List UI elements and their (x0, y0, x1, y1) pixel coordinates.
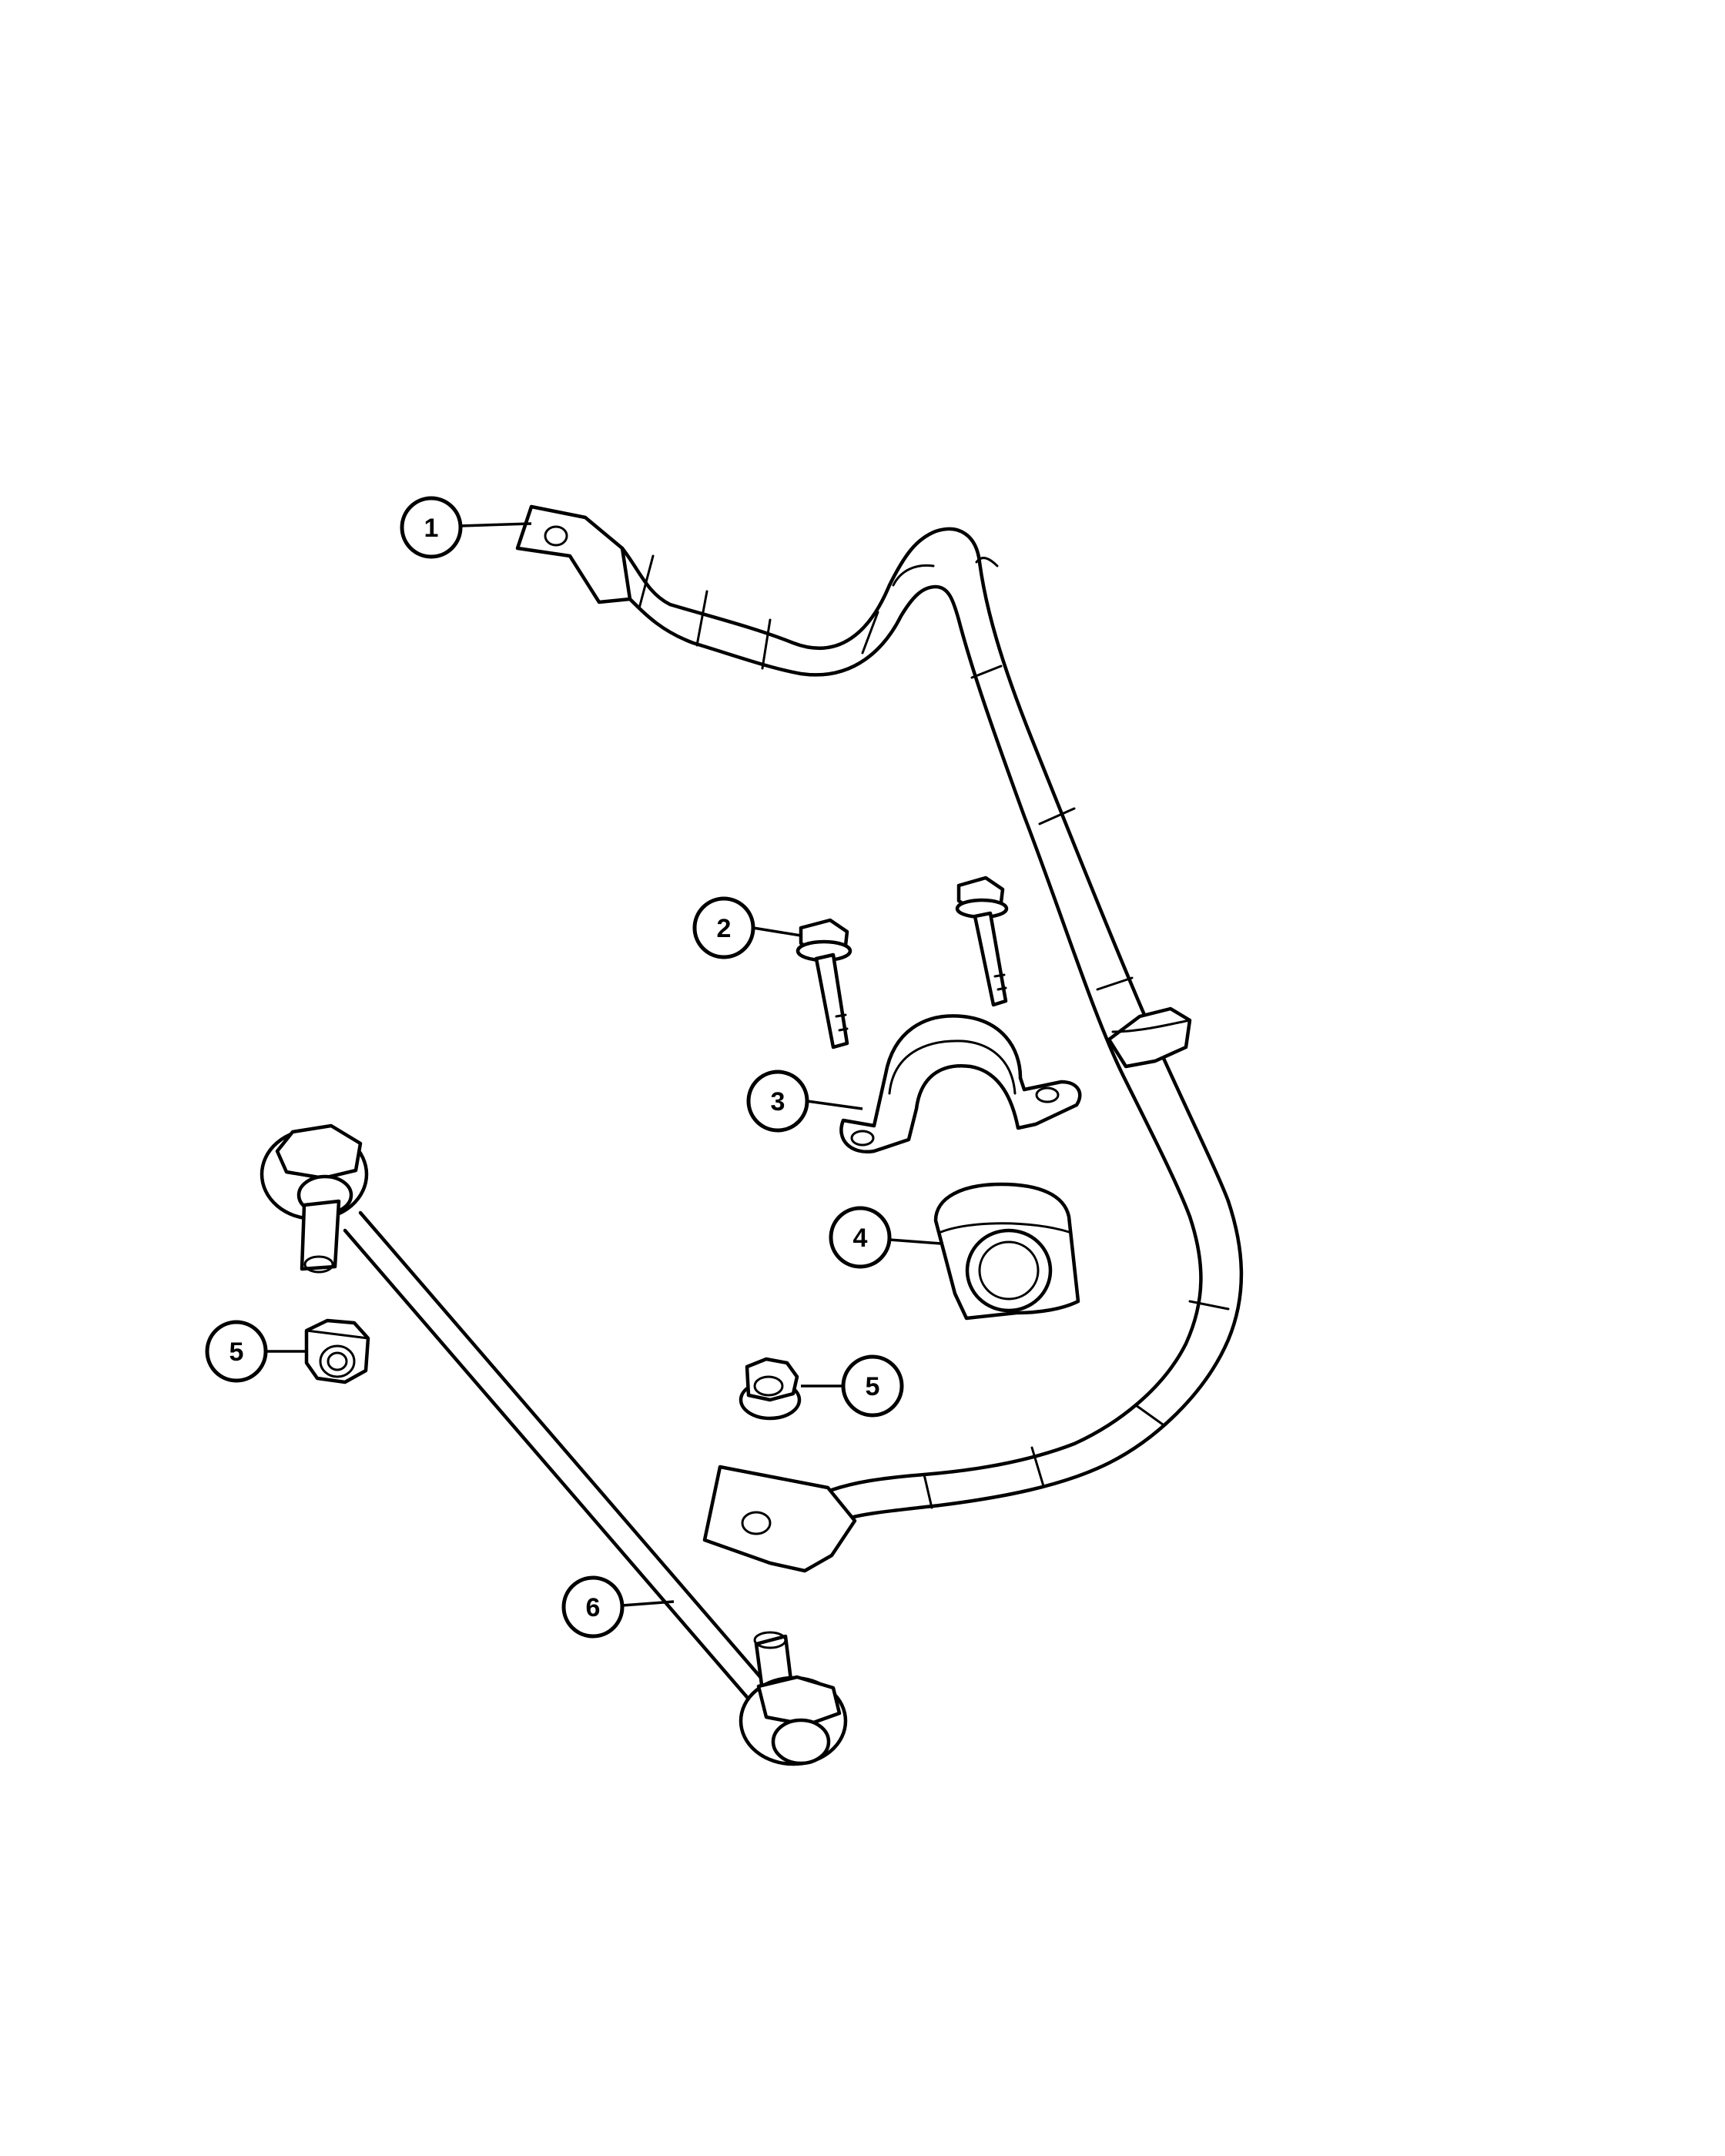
bracket (839, 1014, 1082, 1154)
callout-1: 1 (400, 496, 532, 559)
callout-2: 2 (692, 896, 802, 959)
callout-6-label: 6 (586, 1593, 601, 1622)
callout-4: 4 (829, 1206, 942, 1269)
bolt-left (796, 918, 852, 1050)
callout-5-left-label: 5 (229, 1337, 244, 1367)
callout-3-label: 3 (771, 1087, 785, 1116)
bushing (933, 1182, 1080, 1321)
nut-left (304, 1318, 370, 1384)
callout-2-label: 2 (717, 914, 732, 943)
callout-5-right-label: 5 (866, 1372, 880, 1401)
callout-3: 3 (746, 1070, 863, 1133)
callout-5-right: 5 (801, 1354, 904, 1418)
stabilizer-bar (515, 504, 1244, 1573)
stabilizer-link (260, 1123, 848, 1766)
callout-5-left: 5 (205, 1320, 306, 1383)
nut-right (739, 1357, 802, 1421)
callout-6: 6 (561, 1575, 675, 1639)
callout-1-label: 1 (424, 514, 439, 543)
callout-4-label: 4 (853, 1224, 868, 1253)
bolt-right (955, 875, 1009, 1007)
